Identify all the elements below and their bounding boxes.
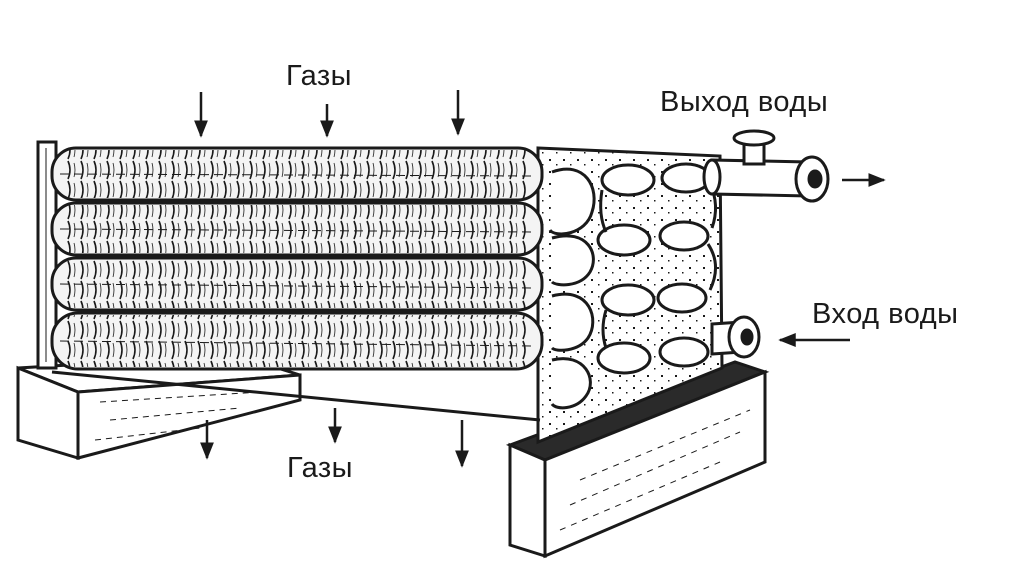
finned-tube-row-3 (50, 256, 544, 312)
return-bends-column-a (548, 167, 596, 410)
finned-tube-row-4 (50, 311, 544, 371)
label-gases-top: Газы (286, 60, 353, 92)
finned-tube-row-2 (50, 201, 544, 257)
finned-tube-row-1 (50, 146, 544, 202)
water-arrows (778, 173, 886, 347)
gas-outflow-arrows (200, 408, 469, 468)
bundle-bottom-edge (51, 370, 541, 422)
header-plate-left (36, 140, 58, 370)
outlet-pipe (702, 129, 830, 203)
label-water-outlet: Выход воды (660, 86, 829, 118)
support-right (505, 360, 770, 559)
return-bends-column-b (596, 162, 717, 375)
gas-inflow-arrows (194, 90, 465, 138)
label-water-inlet: Вход воды (812, 298, 959, 330)
label-gases-bottom: Газы (287, 452, 354, 484)
inlet-nozzle (710, 315, 761, 359)
